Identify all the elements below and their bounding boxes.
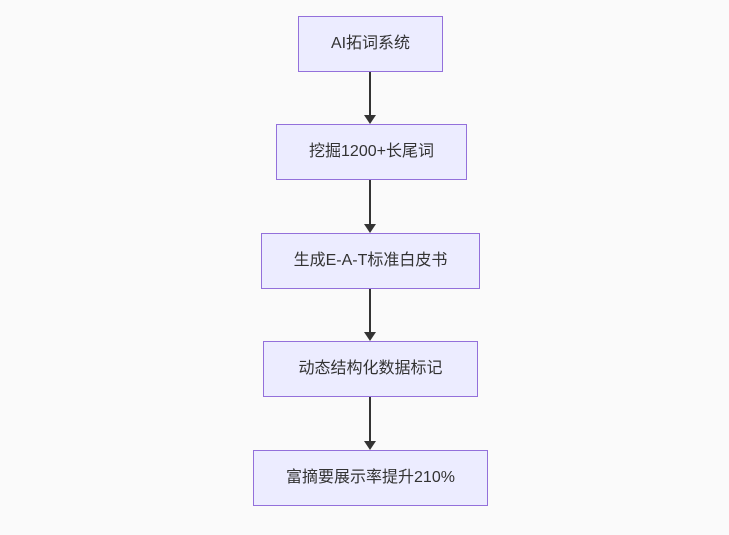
arrow-shaft xyxy=(369,289,371,333)
arrow-shaft xyxy=(369,180,371,225)
flow-node-longtail-keywords: 挖掘1200+长尾词 xyxy=(276,124,467,180)
flow-arrow xyxy=(363,289,377,341)
flow-node-rich-snippet-result: 富摘要展示率提升210% xyxy=(253,450,488,506)
flow-node-label: 生成E-A-T标准白皮书 xyxy=(293,252,448,270)
arrowhead-icon xyxy=(364,332,376,341)
flow-node-label: AI拓词系统 xyxy=(330,35,411,53)
flow-node-structured-data-markup: 动态结构化数据标记 xyxy=(263,341,478,397)
flow-node-label: 富摘要展示率提升210% xyxy=(286,469,455,487)
flow-node-label: 挖掘1200+长尾词 xyxy=(309,143,434,161)
flow-node-eat-whitepaper: 生成E-A-T标准白皮书 xyxy=(261,233,480,289)
arrowhead-icon xyxy=(364,441,376,450)
arrowhead-icon xyxy=(364,115,376,124)
flow-arrow xyxy=(363,397,377,450)
arrow-shaft xyxy=(369,397,371,442)
flow-node-ai-word-system: AI拓词系统 xyxy=(298,16,443,72)
flow-arrow xyxy=(363,72,377,124)
flow-node-label: 动态结构化数据标记 xyxy=(298,360,443,378)
arrowhead-icon xyxy=(364,224,376,233)
arrow-shaft xyxy=(369,72,371,116)
flow-arrow xyxy=(363,180,377,233)
